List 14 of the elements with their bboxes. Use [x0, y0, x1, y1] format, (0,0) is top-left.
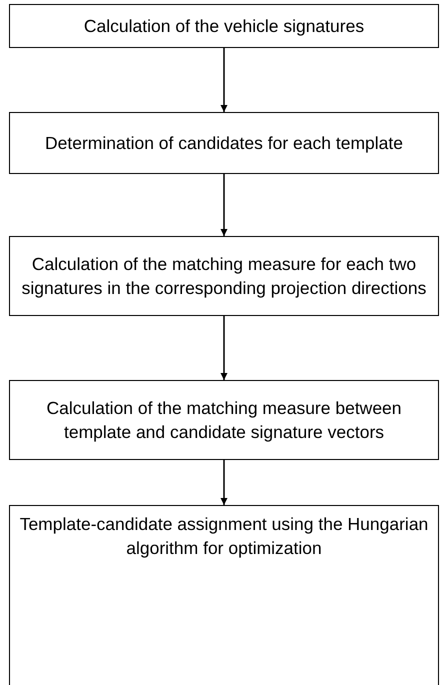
step-text: Calculation of the matching measure between template and candidate signature vectors — [45, 397, 403, 444]
step-text: Calculation of the vehicle signatures — [84, 15, 364, 38]
process-box — [9, 4, 439, 48]
process-box — [9, 236, 439, 316]
step-text: Calculation of the matching measure for each two signatures in the corresponding projection directions — [20, 253, 428, 300]
process-box — [9, 112, 439, 174]
process-box — [9, 380, 439, 460]
arrow — [220, 174, 228, 236]
arrow — [220, 460, 228, 505]
arrow — [220, 48, 228, 112]
step-text: Template-candidate assignment using the Hungarian algorithm for optimization — [18, 513, 430, 560]
process-box — [9, 505, 439, 685]
step-text: Determination of candidates for each template — [45, 132, 403, 155]
arrow — [220, 316, 228, 380]
